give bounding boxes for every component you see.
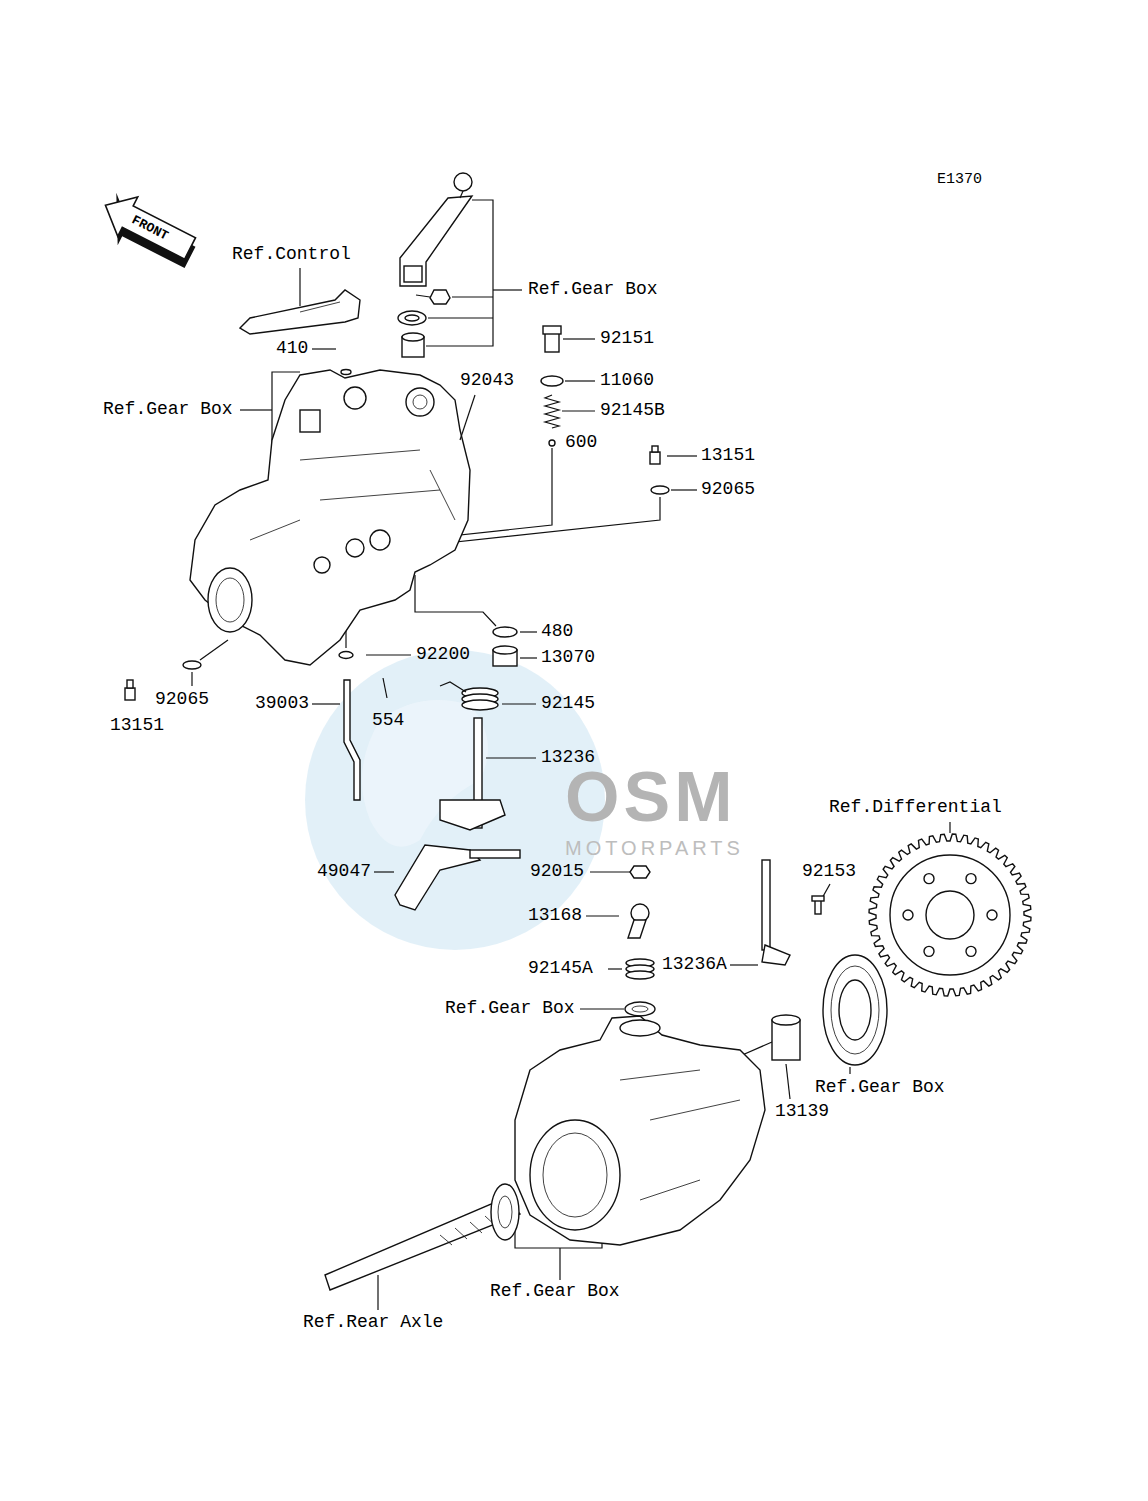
callout-number: 480 [541, 622, 573, 640]
callout-number: 92151 [600, 329, 654, 347]
watermark: OSM [565, 762, 736, 832]
gear-bolt [966, 874, 976, 884]
part-reference: Ref.Control [232, 245, 351, 263]
callout-number: 92015 [530, 862, 584, 880]
gear-bolt [903, 910, 913, 920]
part-reference: Ref.Gear Box [528, 280, 658, 298]
watermark-globe [305, 650, 605, 950]
diagram-code: E1370 [937, 172, 982, 187]
callout-number: 410 [276, 339, 308, 357]
callout-number: 600 [565, 433, 597, 451]
part-reference: Ref.Gear Box [815, 1078, 945, 1096]
callout-number: 554 [372, 711, 404, 729]
gear-bolt [966, 946, 976, 956]
gear-bolt [987, 910, 997, 920]
callout-number: 13168 [528, 906, 582, 924]
callout-number: 13236A [662, 955, 727, 973]
differential-gear [869, 834, 1031, 996]
gear-bolt [924, 946, 934, 956]
gearbox-housing [190, 370, 475, 666]
watermark: MOTORPARTS [565, 838, 744, 858]
callout-number: 13139 [775, 1102, 829, 1120]
part-reference: Ref.Gear Box [490, 1282, 620, 1300]
gear-web [890, 855, 1010, 975]
gear-hub [926, 891, 974, 939]
part-reference: Ref.Differential [829, 798, 1002, 816]
callout-number: 13151 [110, 716, 164, 734]
shift-lever [398, 173, 472, 357]
callout-number: 92065 [155, 690, 209, 708]
callout-number: 92153 [802, 862, 856, 880]
callout-number: 92200 [416, 645, 470, 663]
part-reference: Ref.Rear Axle [303, 1313, 443, 1331]
rear-parts [325, 955, 887, 1290]
gear-bolt [924, 874, 934, 884]
callout-number: 92043 [460, 371, 514, 389]
callout-number: 92065 [701, 480, 755, 498]
small-parts [125, 326, 824, 1016]
callout-number: 92145B [600, 401, 665, 419]
callout-number: 13151 [701, 446, 755, 464]
part-reference: Ref.Gear Box [445, 999, 575, 1017]
callout-number: 49047 [317, 862, 371, 880]
callout-number: 39003 [255, 694, 309, 712]
front-arrow [92, 186, 204, 277]
part-reference: Ref.Gear Box [103, 400, 233, 418]
callout-number: 13070 [541, 648, 595, 666]
gear-teeth [869, 834, 1031, 996]
callout-number: 11060 [600, 371, 654, 389]
leader-lines [192, 200, 950, 1310]
callout-number: 92145A [528, 959, 593, 977]
callout-number: 92145 [541, 694, 595, 712]
